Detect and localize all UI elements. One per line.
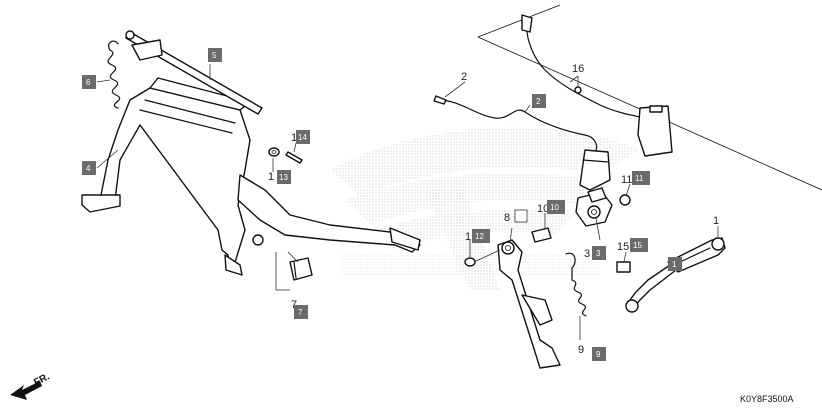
- front-direction-indicator: FR.: [10, 371, 52, 400]
- leader-lines: [96, 64, 719, 340]
- side-stand-switch-cable: [433, 95, 611, 191]
- box-7: [294, 305, 308, 319]
- box-3-label: 3: [596, 249, 601, 258]
- box-1: [668, 257, 682, 271]
- bolt-and-washer: [268, 147, 303, 164]
- callout-3: 3: [584, 248, 590, 260]
- box-5: [208, 48, 222, 62]
- box-6-label: 6: [86, 78, 91, 87]
- box-7-label: 7: [298, 308, 303, 317]
- callout-11: 11: [621, 174, 632, 186]
- box-3: [592, 246, 606, 260]
- callout-9: 9: [578, 344, 584, 356]
- main-stand-spring: [107, 40, 121, 109]
- box-15: [630, 238, 648, 252]
- box-15-label: 15: [633, 241, 642, 250]
- main-stand: [81, 77, 421, 276]
- callout-1: 1: [713, 215, 719, 227]
- box-11: [632, 171, 650, 185]
- harness-with-boot: [521, 14, 673, 157]
- box-9-label: 9: [596, 350, 601, 359]
- box-9: [592, 347, 606, 361]
- box-10: [547, 200, 565, 214]
- box-14-label: 14: [298, 133, 307, 142]
- side-stand-spring: [565, 252, 587, 317]
- box-8-empty: [514, 209, 528, 223]
- box-2-label: 2: [536, 97, 541, 106]
- callout-14: 1: [291, 132, 297, 144]
- callout-15: 15: [617, 241, 629, 253]
- box-2: [532, 94, 546, 108]
- callout-10: 10: [537, 203, 549, 215]
- divider-line-top: [477, 4, 561, 38]
- box-10-label: 10: [550, 203, 559, 212]
- callout-boxes: 5 6 4 2 11 10 3 12 15 1 9 7 14 13: [82, 48, 682, 361]
- main-stand-shaft: [125, 30, 263, 115]
- direction-label: FR.: [32, 371, 52, 388]
- callout-13: 1: [268, 171, 274, 183]
- callout-12: 1: [465, 231, 471, 243]
- box-1-label: 1: [672, 260, 677, 269]
- box-4-label: 4: [86, 164, 91, 173]
- side-stand: [464, 239, 561, 369]
- box-12: [472, 229, 490, 243]
- diagram-code: K0Y8F3500A: [740, 394, 794, 404]
- side-stand-switch: [531, 187, 631, 243]
- box-6: [82, 75, 96, 89]
- box-13: [277, 170, 291, 184]
- stopper-rubber: [289, 257, 313, 281]
- callout-16: 16: [572, 63, 584, 75]
- arrow-icon: [10, 381, 42, 400]
- box-13-label: 13: [279, 173, 288, 182]
- box-12-label: 12: [475, 232, 484, 241]
- callout-2: 2: [461, 71, 467, 83]
- box-11-label: 11: [635, 174, 644, 183]
- callout-8: 8: [504, 212, 510, 224]
- box-4: [82, 161, 96, 175]
- box-5-label: 5: [212, 51, 217, 60]
- kick-starter-arm: [616, 237, 726, 313]
- box-14: [296, 130, 310, 144]
